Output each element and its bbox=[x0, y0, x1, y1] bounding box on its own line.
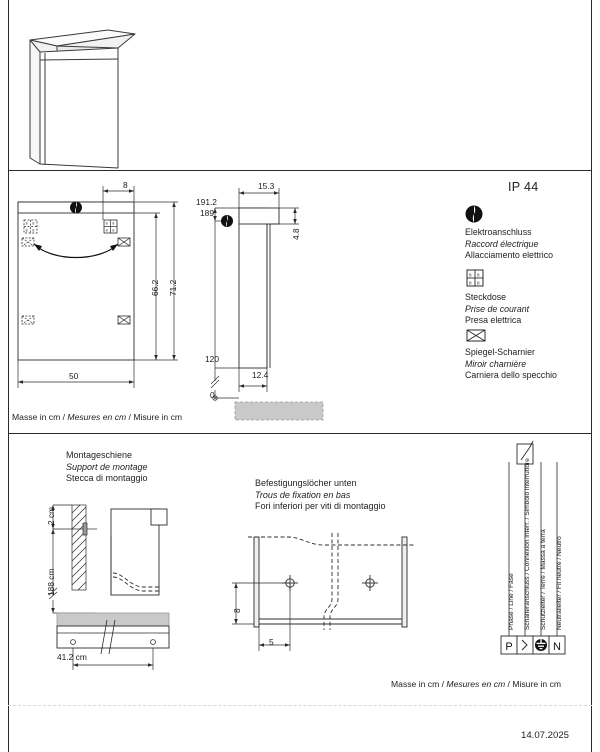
side-dim-height-upper: 191.2 bbox=[196, 197, 217, 207]
svg-text:8: 8 bbox=[477, 280, 480, 285]
legend-item-electrical bbox=[465, 205, 487, 225]
mounting-rail-elevation bbox=[35, 495, 225, 640]
wiring-diagram: P N bbox=[495, 440, 575, 665]
wiring-label-phase: Phase / Line / Fase bbox=[508, 573, 515, 630]
legend-hinge-de: Spiegel-Scharnier bbox=[465, 347, 535, 357]
legend-text-hinge: Spiegel-Scharnier Miroir charnière Carni… bbox=[465, 347, 557, 382]
side-dim-depth-total: 15.3 bbox=[258, 181, 275, 191]
divider-bottom-dashed bbox=[8, 705, 592, 706]
legend-item-hinge bbox=[465, 327, 489, 345]
legend-socket-it: Presa elettrica bbox=[465, 315, 522, 326]
legend-socket-de: Steckdose bbox=[465, 292, 507, 302]
mounting-rail-title-it: Stecca di montaggio bbox=[66, 473, 148, 483]
units-note-top-it: / Misure in cm bbox=[126, 412, 183, 422]
mounting-rail-title: Montageschiene Support de montage Stecca… bbox=[66, 450, 148, 485]
fixing-holes-title: Befestigungslöcher unten Trous de fixati… bbox=[255, 478, 386, 513]
fixing-holes-dim-horizontal: 5 bbox=[269, 637, 274, 647]
mounting-rail-dim-height: 188 cm bbox=[46, 568, 56, 596]
switch-symbol-icon bbox=[521, 639, 528, 651]
mounting-rail-title-de: Montageschiene bbox=[66, 450, 133, 460]
front-dim-top-offset: 8 bbox=[123, 180, 128, 190]
side-dim-height-lower: 120 bbox=[205, 354, 219, 364]
legend-hinge-it: Carniera dello specchio bbox=[465, 370, 557, 381]
front-dim-total-height: 71.2 bbox=[168, 279, 178, 296]
divider-middle bbox=[8, 433, 592, 434]
wiring-label-neutral: Neutralleiter / Fil neutre / Neutro bbox=[556, 536, 563, 630]
earth-symbol-icon bbox=[535, 639, 547, 651]
svg-text:8: 8 bbox=[469, 280, 472, 285]
divider-top bbox=[8, 170, 592, 171]
svg-text:8: 8 bbox=[106, 229, 108, 233]
sheet-date: 14.07.2025 bbox=[521, 730, 570, 741]
mounting-rail-plan bbox=[35, 619, 225, 680]
side-dim-depth-body: 12.4 bbox=[252, 370, 269, 380]
svg-text:8: 8 bbox=[26, 222, 28, 226]
ip-rating-label: IP 44 bbox=[508, 180, 539, 194]
side-dim-floor: 0 bbox=[210, 390, 215, 400]
fixing-holes-title-it: Fori inferiori per viti di montaggio bbox=[255, 501, 386, 511]
legend-electrical-fr: Raccord électrique bbox=[465, 238, 539, 249]
electrical-connection-icon bbox=[221, 215, 233, 227]
side-dim-top-band: 4.8 bbox=[291, 228, 301, 240]
mirror-hinge-icon bbox=[466, 329, 486, 342]
svg-text:8: 8 bbox=[112, 229, 114, 233]
sheet-right-border bbox=[591, 0, 592, 752]
svg-text:8: 8 bbox=[106, 222, 108, 226]
mounting-rail-dim-top: 2 cm bbox=[46, 506, 56, 525]
mounting-rail-title-fr: Support de montage bbox=[66, 461, 148, 472]
side-view bbox=[195, 176, 395, 421]
fixing-holes-dim-vertical: 8 bbox=[232, 608, 242, 613]
svg-text:8: 8 bbox=[477, 272, 480, 277]
svg-text:8: 8 bbox=[32, 229, 34, 233]
mounting-rail-dim-width: 41.2 cm bbox=[57, 652, 87, 662]
electrical-connection-icon bbox=[70, 201, 82, 214]
svg-text:8: 8 bbox=[26, 229, 28, 233]
units-note-bottom-it: / Misure in cm bbox=[505, 679, 562, 689]
units-note-bottom-de: Masse in cm / bbox=[391, 679, 447, 689]
electrical-connection-icon bbox=[465, 205, 483, 223]
fixing-holes-title-fr: Trous de fixation en bas bbox=[255, 489, 351, 500]
svg-text:P: P bbox=[505, 641, 512, 653]
units-note-bottom-fr: Mesures en cm bbox=[446, 679, 506, 689]
front-dim-width: 50 bbox=[69, 371, 79, 381]
isometric-product-view bbox=[8, 8, 348, 169]
sheet-left-border bbox=[8, 0, 9, 752]
side-dim-height-connection: 189 bbox=[200, 208, 214, 218]
fixing-holes-title-de: Befestigungslöcher unten bbox=[255, 478, 357, 488]
fixing-hole-marker bbox=[362, 575, 378, 591]
svg-text:8: 8 bbox=[112, 222, 114, 226]
legend-text-electrical: Elektroanschluss Raccord électrique Alla… bbox=[465, 227, 553, 262]
units-note-top-de: Masse in cm / bbox=[12, 412, 68, 422]
legend-electrical-de: Elektroanschluss bbox=[465, 227, 532, 237]
legend-socket-fr: Prise de courant bbox=[465, 303, 530, 314]
svg-text:8: 8 bbox=[32, 222, 34, 226]
fixing-holes-detail bbox=[228, 525, 468, 660]
svg-text:N: N bbox=[553, 641, 561, 653]
legend-text-socket: Steckdose Prise de courant Presa elettri… bbox=[465, 292, 529, 327]
legend-electrical-it: Allacciamento elettrico bbox=[465, 250, 554, 261]
units-note-top-fr: Mesures en cm bbox=[67, 412, 127, 422]
switch-symbol-icon bbox=[516, 440, 534, 465]
front-dim-inner-height: 66.2 bbox=[150, 279, 160, 296]
units-note-top: Masse in cm / Mesures en cm / Misure in … bbox=[12, 412, 182, 423]
wiring-label-earth: Schutzleiter / Terre / Massa a terra bbox=[540, 529, 547, 630]
legend-hinge-fr: Miroir charnière bbox=[465, 358, 527, 369]
units-note-bottom: Masse in cm / Mesures en cm / Misure in … bbox=[391, 679, 561, 690]
svg-text:8: 8 bbox=[469, 272, 472, 277]
wiring-label-switch: Schalteranschluss / Connexion interr. / … bbox=[524, 458, 531, 630]
